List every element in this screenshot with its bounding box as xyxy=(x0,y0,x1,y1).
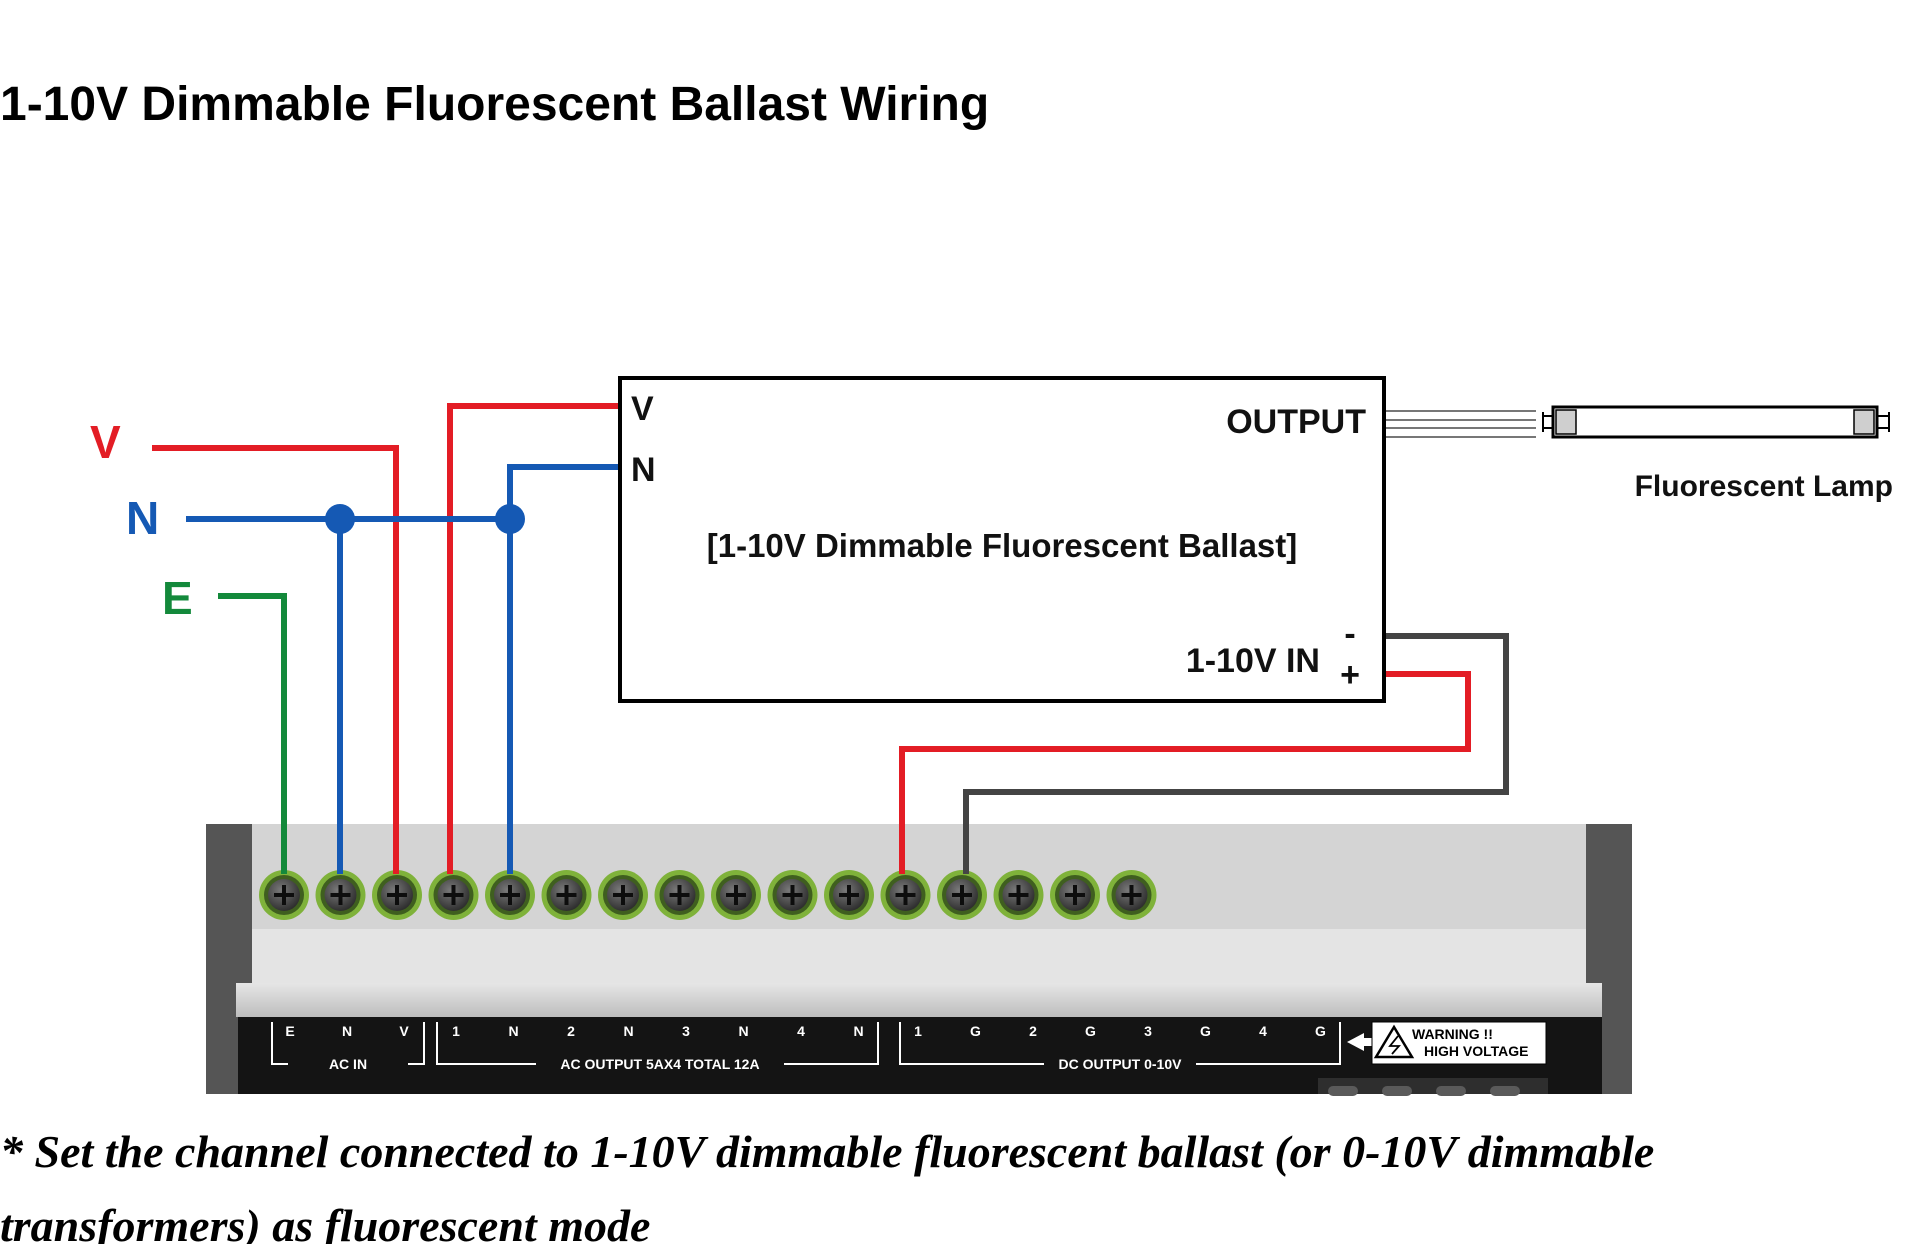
earth-wire xyxy=(218,593,287,874)
ac-out-group-label: AC OUTPUT 5AX4 TOTAL 12A xyxy=(560,1056,759,1072)
fluorescent-lamp xyxy=(1542,405,1890,439)
live-wire-to-ac-in xyxy=(152,445,399,874)
ac-out-terminal-label: 2 xyxy=(567,1023,575,1039)
screw-terminal-icon xyxy=(598,870,648,920)
ballast-title: [1-10V Dimmable Fluorescent Ballast] xyxy=(707,527,1298,564)
ac-out-terminal-label: N xyxy=(738,1023,748,1039)
neutral-wire-to-ballast xyxy=(507,464,618,874)
dc-out-group-label: DC OUTPUT 0-10V xyxy=(1059,1056,1183,1072)
screw-terminal-icon xyxy=(654,870,705,920)
ballast-input-n: N xyxy=(631,451,656,489)
ballast-input-v: V xyxy=(631,390,654,428)
controller-device: E N V 1 N 2 N 3 N 4 N 1 G 2 G 3 G 4 G AC IN AC OUTPUT 5AX4 T… xyxy=(206,824,1632,1096)
dim-positive-wire xyxy=(899,671,1471,874)
ballast-box: V N OUTPUT [1-10V Dimmable Fluorescent B… xyxy=(618,376,1386,703)
dc-out-group-bracket xyxy=(899,1022,1341,1065)
warning-line-2: HIGH VOLTAGE xyxy=(1424,1043,1528,1059)
screw-terminal-icon xyxy=(315,870,366,920)
screw-terminal-icon xyxy=(824,870,874,920)
ac-in-terminal-label: N xyxy=(342,1023,352,1039)
dim-minus-sign: - xyxy=(1344,615,1355,653)
screw-terminal-icon xyxy=(880,870,931,920)
dim-plus-sign: + xyxy=(1340,656,1360,694)
dc-out-terminal-label: G xyxy=(970,1023,981,1039)
ac-out-terminal-label: N xyxy=(508,1023,518,1039)
dc-out-terminal-label: G xyxy=(1315,1023,1326,1039)
dc-out-terminal-label: 3 xyxy=(1144,1023,1152,1039)
wiring xyxy=(152,403,1509,874)
screw-terminal-icon xyxy=(259,870,309,920)
warning-line-1: WARNING !! xyxy=(1412,1026,1493,1042)
live-line-label: V xyxy=(90,416,121,468)
controller-rail xyxy=(236,983,1602,1017)
neutral-junction-1 xyxy=(325,504,355,534)
screw-terminals xyxy=(259,870,1157,920)
screw-terminal-icon xyxy=(993,870,1044,920)
ac-out-terminal-label: 3 xyxy=(682,1023,690,1039)
ac-out-group-bracket xyxy=(436,1022,879,1065)
screw-terminal-icon xyxy=(428,870,479,920)
footnote-line-2: transformers) as fluorescent mode xyxy=(0,1200,650,1244)
lamp-tube xyxy=(1551,405,1879,439)
ballast-output-label: OUTPUT xyxy=(1226,403,1366,441)
terminal-labels: E N V 1 N 2 N 3 N 4 N 1 G 2 G 3 G 4 G AC IN AC OUTPUT 5AX4 T… xyxy=(271,1022,1341,1072)
dim-negative-wire xyxy=(963,633,1509,874)
controller-ledge xyxy=(206,929,1632,983)
dc-out-terminal-label: 1 xyxy=(914,1023,922,1039)
screw-terminal-icon xyxy=(372,870,422,920)
lamp-left-cap xyxy=(1555,409,1577,435)
live-wire-to-ballast xyxy=(447,403,618,874)
ballast-outline xyxy=(618,376,1386,703)
earth-line-label: E xyxy=(162,572,193,624)
screw-terminal-icon xyxy=(1050,870,1100,920)
button-row xyxy=(1328,1086,1520,1096)
lamp-right-cap xyxy=(1853,409,1875,435)
screw-terminal-icon xyxy=(767,870,818,920)
ac-in-terminal-label: E xyxy=(285,1023,294,1039)
ac-out-terminal-label: 1 xyxy=(452,1023,460,1039)
dc-out-terminal-label: G xyxy=(1200,1023,1211,1039)
screw-terminal-icon xyxy=(541,870,592,920)
lamp-label: Fluorescent Lamp xyxy=(1635,470,1893,503)
ac-in-group-label: AC IN xyxy=(329,1056,367,1072)
neutral-line-label: N xyxy=(126,492,159,544)
ac-in-terminal-label: V xyxy=(399,1023,409,1039)
high-voltage-warning-icon xyxy=(1373,1024,1415,1059)
ac-out-terminal-label: N xyxy=(853,1023,863,1039)
ac-out-terminal-label: N xyxy=(623,1023,633,1039)
ac-in-group-bracket xyxy=(271,1022,425,1065)
screw-terminal-icon xyxy=(711,870,761,920)
dc-out-terminal-label: G xyxy=(1085,1023,1096,1039)
neutral-junction-2 xyxy=(495,504,525,534)
ballast-dim-input-label: 1-10V IN xyxy=(1186,642,1320,680)
lamp-output-leads xyxy=(1386,410,1536,438)
screw-terminal-icon xyxy=(485,870,535,920)
footnote-line-1: * Set the channel connected to 1-10V dim… xyxy=(0,1126,1654,1177)
arrow-left-icon xyxy=(1347,1033,1364,1051)
page-title: 1-10V Dimmable Fluorescent Ballast Wirin… xyxy=(0,78,989,131)
dc-out-terminal-label: 4 xyxy=(1259,1023,1267,1039)
screw-terminal-icon xyxy=(1106,870,1157,920)
warning-label: WARNING !! HIGH VOLTAGE xyxy=(1347,1021,1547,1065)
screw-terminal-icon xyxy=(937,870,987,920)
ac-out-terminal-label: 4 xyxy=(797,1023,805,1039)
dc-out-terminal-label: 2 xyxy=(1029,1023,1037,1039)
